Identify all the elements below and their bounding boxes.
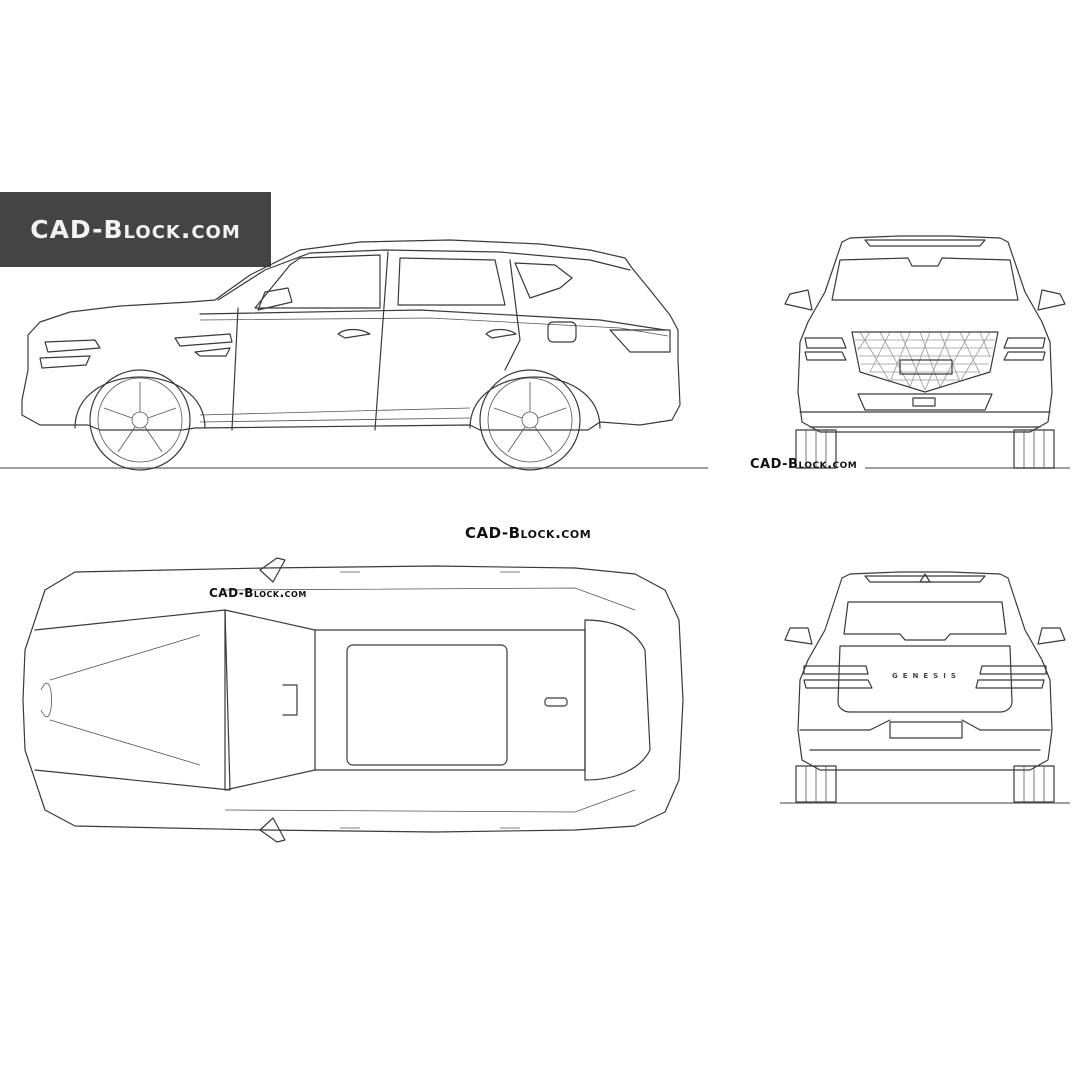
front-wheel: [89, 369, 191, 471]
top-view-drawing: [22, 557, 684, 843]
rear-wheel: [479, 369, 581, 471]
genesis-badge: GENESIS: [892, 672, 961, 680]
brand-banner: CAD-Block.com: [0, 192, 271, 267]
rear-view-drawing: GENESIS: [780, 571, 1070, 804]
front-view-watermark: CAD-Block.com: [750, 457, 858, 472]
front-view-drawing: [784, 235, 1070, 469]
top-view-watermark: CAD-Block.com: [209, 586, 307, 600]
brand-banner-text: CAD-Block.com: [30, 215, 241, 244]
center-watermark: CAD-Block.com: [465, 524, 592, 542]
side-view-drawing: [0, 239, 708, 471]
